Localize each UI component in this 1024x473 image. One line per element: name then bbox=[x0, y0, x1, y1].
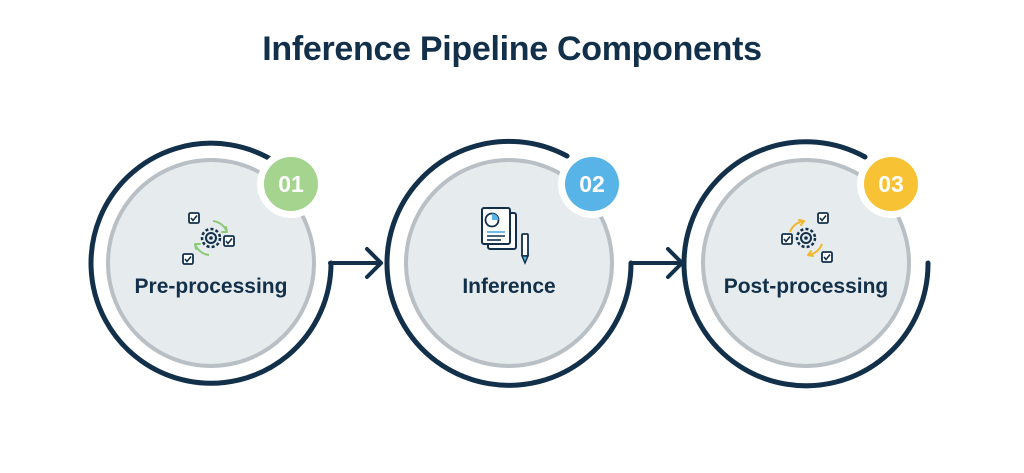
checkbox-icon bbox=[223, 235, 235, 247]
badge-circle-01 bbox=[264, 157, 318, 211]
step-inference: 02 Inference bbox=[384, 138, 634, 388]
step-ring bbox=[384, 138, 634, 388]
step-badge: 01 bbox=[257, 150, 325, 218]
checkbox-icon bbox=[188, 212, 200, 224]
pencil-icon bbox=[520, 233, 530, 265]
arrow-right-icon bbox=[328, 247, 383, 279]
report-document-icon bbox=[481, 207, 530, 265]
step-badge: 03 bbox=[857, 150, 925, 218]
badge-circle-02 bbox=[565, 157, 619, 211]
step-ring bbox=[88, 140, 334, 386]
step-ring bbox=[681, 139, 931, 389]
step-number: 01 bbox=[278, 171, 304, 197]
connector-01-02 bbox=[328, 247, 383, 279]
step-post-processing: 03 Post-processing bbox=[681, 139, 931, 389]
step-label: Pre-processing bbox=[135, 275, 288, 298]
step-circle bbox=[106, 158, 316, 368]
checkbox-icon bbox=[821, 251, 833, 263]
connector-02-03 bbox=[629, 247, 684, 279]
step-label: Inference bbox=[462, 275, 555, 298]
step-number: 02 bbox=[579, 171, 605, 197]
badge-circle-03 bbox=[864, 157, 918, 211]
step-number: 03 bbox=[878, 171, 904, 197]
step-circle bbox=[404, 158, 614, 368]
step-label: Post-processing bbox=[724, 275, 889, 298]
step-badge: 02 bbox=[558, 150, 626, 218]
checkbox-icon bbox=[781, 233, 793, 245]
checkbox-icon bbox=[182, 253, 194, 265]
step-pre-processing: 01 Pre-processing bbox=[88, 140, 334, 386]
checkbox-icon bbox=[817, 212, 829, 224]
gear-with-checkboxes-icon bbox=[182, 212, 235, 265]
step-circle bbox=[701, 158, 911, 368]
page-title: Inference Pipeline Components bbox=[262, 30, 762, 68]
gear-with-checkboxes-icon bbox=[781, 212, 833, 263]
arrow-right-icon bbox=[629, 247, 684, 279]
